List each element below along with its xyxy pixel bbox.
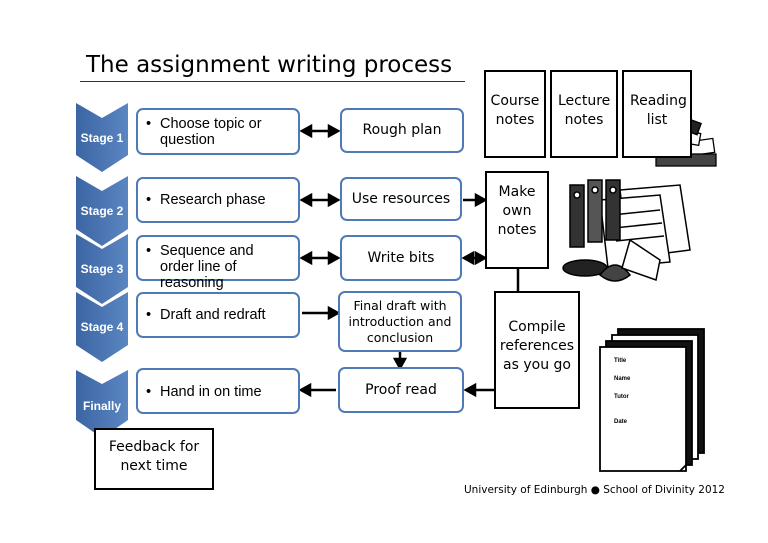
make-own-notes-text: Make own notes (497, 184, 537, 238)
stage-label-5: Finally (82, 399, 121, 413)
output-text-finally: Proof read (365, 381, 437, 398)
task-box-stage-3: •Sequence and order line of reasoning (136, 235, 300, 291)
feedback-text: Feedback for next time (108, 439, 200, 474)
output-text-stage-4: Final draft with introduction and conclu… (348, 297, 452, 345)
compile-references-text: Compile references as you go (499, 319, 575, 373)
task-box-stage-1: •Choose topic or question (136, 108, 300, 155)
task-text-stage-2: Research phase (160, 192, 266, 208)
stage-label-2: Stage 2 (80, 204, 124, 218)
stage-chevron-5 (76, 370, 128, 438)
output-box-finally: Proof read (338, 367, 464, 413)
assignment-document-icon (599, 328, 705, 472)
make-own-notes-card: Make own notes (485, 171, 549, 269)
output-text-stage-1: Rough plan (362, 122, 442, 138)
stage-chevron-1 (76, 103, 128, 172)
doc-name-label: Name (614, 376, 631, 382)
task-box-finally: •Hand in on time (136, 368, 300, 414)
reading-list-text: Reading list (630, 93, 687, 128)
output-text-stage-3: Write bits (367, 249, 435, 266)
compile-references-card: Compile references as you go (494, 291, 580, 409)
doc-title-label: Title (614, 358, 627, 364)
diagram-title: The assignment writing process (86, 52, 453, 78)
lecture-notes-text: Lecture notes (558, 93, 611, 128)
title-underline (80, 81, 465, 82)
papers-clipart-icon (562, 179, 691, 282)
doc-date-label: Date (614, 419, 628, 425)
stage-chevron-2 (76, 176, 128, 246)
output-box-stage-4: Final draft with introduction and conclu… (338, 291, 462, 352)
task-box-stage-4: •Draft and redraft (136, 292, 300, 338)
task-text-stage-3: Sequence and order line of reasoning (160, 243, 254, 291)
task-text-stage-1: Choose topic or question (160, 116, 262, 148)
footer-credit: University of Edinburgh ● School of Divi… (464, 484, 725, 496)
stage-label-1: Stage 1 (80, 131, 124, 145)
task-text-stage-4: Draft and redraft (160, 307, 266, 323)
doc-tutor-label: Tutor (614, 394, 629, 400)
output-box-stage-1: Rough plan (340, 108, 464, 153)
course-notes-card: Course notes (484, 70, 546, 158)
output-box-stage-2: Use resources (340, 177, 462, 221)
reading-list-card: Reading list (622, 70, 692, 158)
output-text-stage-2: Use resources (351, 190, 451, 207)
stage-chevron-4 (76, 292, 128, 362)
course-notes-text: Course notes (490, 93, 540, 128)
stage-label-4: Stage 4 (80, 320, 124, 334)
task-text-finally: Hand in on time (160, 384, 262, 400)
stage-label-3: Stage 3 (80, 262, 124, 276)
feedback-card: Feedback for next time (94, 428, 214, 490)
output-box-stage-3: Write bits (340, 235, 462, 281)
lecture-notes-card: Lecture notes (550, 70, 618, 158)
task-box-stage-2: •Research phase (136, 177, 300, 223)
stage-chevron-3 (76, 234, 128, 304)
